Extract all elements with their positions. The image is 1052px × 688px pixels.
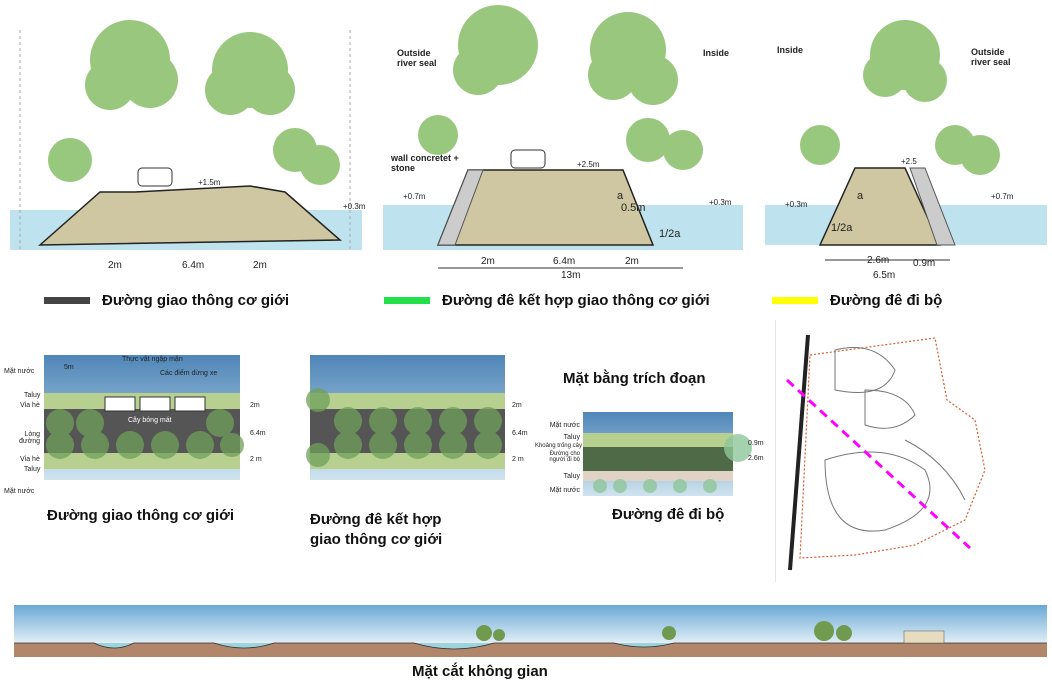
dim-label: 2m (512, 402, 522, 409)
dim-label: 6.4m (553, 256, 576, 267)
plan-label: Mặt nước (549, 487, 580, 494)
legend-walk: Đường đê đi bộ (772, 292, 942, 309)
outside-label: Outside river seal (397, 48, 437, 68)
caption-dyke: Đường đê kết hợp giao thông cơ giới (310, 511, 443, 548)
cross-section-road-drawing (10, 20, 362, 250)
legend-swatch (384, 297, 430, 304)
dim-label: 5m (64, 364, 74, 371)
cross-section-road: +1.5m +0.3m 2m 6.4m 2m (10, 0, 366, 280)
legend-swatch (772, 297, 818, 304)
dim-label: 2 m (250, 456, 262, 463)
total-label: 13m (561, 270, 581, 281)
dim-label: 6.4m (512, 430, 528, 437)
plan-note: Các điểm dừng xe (160, 370, 218, 377)
plan-label: Khoảng trống cây (534, 443, 582, 449)
plan-dyke: 2m 6.4m 2 m (298, 355, 528, 485)
plan-note: Cây bóng mát (128, 417, 172, 424)
plan-road-drawing (44, 355, 244, 480)
panorama-section (14, 605, 1047, 657)
dim-label: 2m (481, 256, 495, 267)
elev-label: +0.3m (785, 200, 808, 209)
slope-label: 1/2a (659, 228, 681, 240)
plan-label: Taluy (563, 434, 580, 441)
legend-road: Đường giao thông cơ giới (44, 292, 289, 309)
dim-label: 0.9m (748, 440, 764, 447)
cross-section-walkway-drawing (765, 20, 1047, 261)
legend-label: Đường đê kết hợp giao thông cơ giới (442, 292, 710, 309)
plan-label: Mặt nước (4, 488, 35, 495)
legend-dyke: Đường đê kết hợp giao thông cơ giới (384, 292, 710, 309)
wall-label: wall concretet + stone (391, 153, 459, 173)
plan-walk: Mặt nước Taluy Khoảng trống cây Đường ch… (535, 408, 770, 500)
cross-section-dyke-drawing (383, 5, 743, 269)
dim-label: 6.4m (182, 260, 205, 271)
outside-label: Outside river seal (971, 47, 1011, 67)
caption-panorama: Mặt cắt không gian (412, 663, 548, 680)
legend-label: Đường đê đi bộ (830, 292, 943, 309)
dim-label: 6.4m (250, 430, 266, 437)
inside-label: Inside (777, 45, 804, 55)
slope-label: 1/2a (831, 222, 853, 234)
walk-plan-title: Mặt bằng trích đoạn (563, 370, 706, 387)
elev-label: +0.7m (991, 192, 1014, 201)
elev-label: +0.3m (343, 202, 366, 211)
dim-label: 2.6m (867, 255, 890, 266)
panorama-drawing (14, 605, 1047, 657)
plan-label: Đường cho người đi bộ (549, 451, 580, 463)
plan-label: Lòng đường (19, 431, 40, 445)
total-label: 6.5m (873, 270, 896, 281)
inside-label: Inside (703, 48, 730, 58)
caption-road: Đường giao thông cơ giới (47, 507, 235, 524)
elev-label: +2.5m (577, 160, 600, 169)
plan-label: Mặt nước (549, 422, 580, 429)
dim-label: 2m (625, 256, 639, 267)
cross-section-walkway: Inside Outside river seal +0.3m +2.5 +0.… (765, 0, 1047, 285)
caption-walk: Đường đê đi bộ (612, 506, 725, 523)
plan-dyke-drawing (306, 355, 505, 480)
elev-label: +2.5 (901, 157, 917, 166)
plan-note: Thực vật ngập mặn (122, 356, 183, 363)
plan-road: Mặt nước Taluy Vỉa hè Lòng đường Vỉa hè … (0, 355, 270, 495)
dim-label: 2 m (512, 456, 524, 463)
dim-label: 2m (253, 260, 267, 271)
plan-label: Taluy (24, 466, 41, 473)
dim-label: 2m (108, 260, 122, 271)
dim-label: 0.9m (913, 258, 936, 269)
dim-label: 2m (250, 402, 260, 409)
a-label: a (617, 190, 624, 202)
elev-label: +0.7m (403, 192, 426, 201)
plan-label: Mặt nước (4, 368, 35, 375)
plan-label: Vỉa hè (20, 402, 40, 409)
plan-walk-drawing (583, 412, 752, 496)
cross-section-dyke: Outside river seal Inside wall concretet… (383, 0, 745, 285)
legend-swatch (44, 297, 90, 304)
half-label: 0.5m (621, 202, 646, 214)
dim-label: 2.6m (748, 455, 764, 462)
plan-label: Vỉa hè (20, 456, 40, 463)
plan-label: Taluy (563, 473, 580, 480)
legend-label: Đường giao thông cơ giới (102, 292, 290, 309)
elev-label: +0.3m (709, 198, 732, 207)
plan-label: Taluy (24, 392, 41, 399)
site-map (774, 320, 1050, 582)
site-map-drawing (774, 320, 1050, 582)
a-label: a (857, 190, 864, 202)
elev-label: +1.5m (198, 178, 221, 187)
